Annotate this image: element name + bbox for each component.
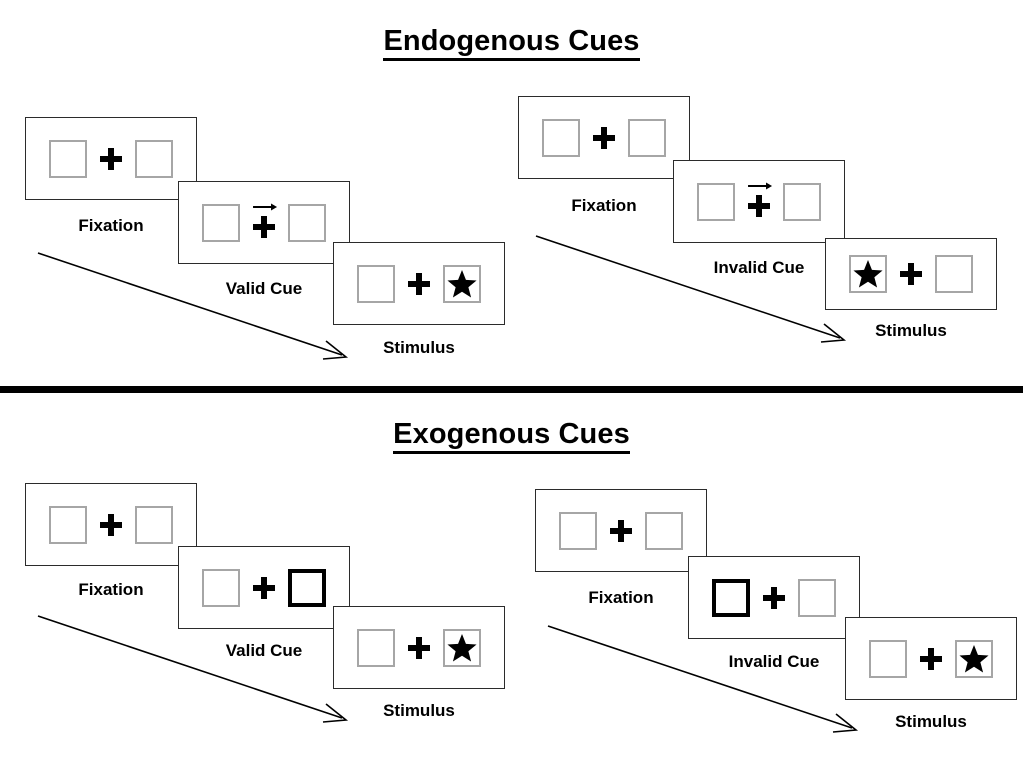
stimulus-box-right [135,139,173,178]
star-icon [447,633,477,661]
panel-exogenous-valid-stimulus[interactable] [333,606,505,689]
panel-label-invalid-cue: Invalid Cue [713,258,805,277]
fixation-cross-wrap [608,509,634,553]
plus-icon [100,147,122,170]
panel-endogenous-valid-fixation[interactable] [25,117,197,200]
fixation-cross-wrap [761,576,787,620]
stimulus-box-right [288,203,326,242]
stimulus-box-right [645,511,683,550]
panel-endogenous-invalid-stimulus[interactable] [825,238,997,310]
star-icon [959,644,989,672]
fixation-cross-wrap [98,503,124,547]
stimulus-box-right [135,505,173,544]
timeline-arrow-icon [37,252,349,360]
arrow-right-icon [748,182,773,189]
panel-label-stimulus: Stimulus [383,338,455,357]
section-divider [0,386,1023,393]
plus-icon [593,126,615,149]
stimulus-box-left [357,628,395,667]
fixation-cross-wrap [406,626,432,670]
panel-label-valid-cue: Valid Cue [225,641,303,660]
panel-label-stimulus: Stimulus [875,321,947,340]
section-title-endogenous: Endogenous Cues [0,25,1023,61]
fixation-cross-wrap [251,566,277,610]
fixation-cross-wrap [898,252,924,296]
panel-endogenous-invalid-cue[interactable] [673,160,845,243]
panel-label-stimulus: Stimulus [383,701,455,720]
fixation-cross-wrap [98,137,124,181]
stimulus-box-left [49,505,87,544]
panel-label-fixation: Fixation [588,588,654,607]
stimulus-box-left [849,255,887,293]
stimulus-box-right [783,182,821,221]
stimulus-box-right [443,264,481,303]
stimulus-box-left-cued [712,578,750,617]
stimulus-box-left [869,639,907,678]
panel-endogenous-valid-cue[interactable] [178,181,350,264]
panel-exogenous-invalid-cue[interactable] [688,556,860,639]
section-title-exogenous-text: Exogenous Cues [393,418,630,454]
panel-exogenous-invalid-stimulus[interactable] [845,617,1017,700]
plus-icon [610,519,632,542]
fixation-cross-wrap [918,637,944,681]
fixation-cross-wrap [406,262,432,306]
arrow-right-icon [253,203,278,210]
stimulus-box-left [559,511,597,550]
plus-icon [900,263,922,285]
panel-label-fixation: Fixation [571,196,637,215]
timeline-arrow-icon [547,625,859,733]
fixation-cross-wrap [746,180,773,224]
panel-label-invalid-cue: Invalid Cue [728,652,820,671]
stimulus-box-left [202,568,240,607]
star-icon [853,259,883,288]
stimulus-box-right [955,639,993,678]
stimulus-box-left [697,182,735,221]
panel-exogenous-valid-cue[interactable] [178,546,350,629]
panel-label-stimulus: Stimulus [895,712,967,731]
stimulus-box-right [798,578,836,617]
stimulus-box-left [49,139,87,178]
panel-endogenous-invalid-fixation[interactable] [518,96,690,179]
panel-exogenous-invalid-fixation[interactable] [535,489,707,572]
plus-icon [920,647,942,670]
section-title-endogenous-text: Endogenous Cues [383,25,640,61]
fixation-cross-wrap [251,201,278,245]
panel-label-valid-cue: Valid Cue [225,279,303,298]
stimulus-box-right-cued [288,568,326,607]
plus-icon [408,272,430,295]
section-title-exogenous: Exogenous Cues [0,418,1023,454]
timeline-arrow-icon [535,235,847,343]
plus-icon [253,576,275,599]
timeline-arrow-icon [37,615,349,723]
stimulus-box-left [542,118,580,157]
fixation-cross-wrap [591,116,617,160]
panel-label-fixation: Fixation [78,216,144,235]
plus-icon [748,195,770,217]
stimulus-box-right [935,255,973,293]
stimulus-box-right [628,118,666,157]
star-icon [447,269,477,297]
plus-icon [763,586,785,609]
plus-icon [408,636,430,659]
panel-label-fixation: Fixation [78,580,144,599]
plus-icon [253,216,275,238]
plus-icon [100,513,122,536]
stimulus-box-left [202,203,240,242]
panel-endogenous-valid-stimulus[interactable] [333,242,505,325]
panel-exogenous-valid-fixation[interactable] [25,483,197,566]
stimulus-box-left [357,264,395,303]
stimulus-box-right [443,628,481,667]
